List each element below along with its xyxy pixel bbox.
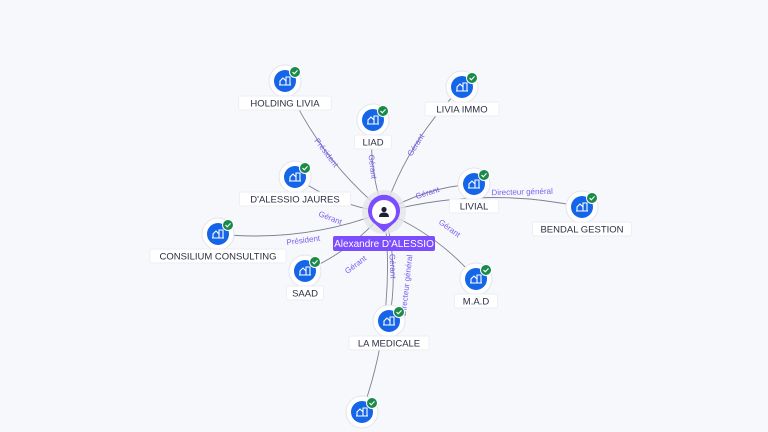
- company-label: D'ALESSIO JAURES: [250, 195, 339, 206]
- building-icon: [456, 82, 468, 92]
- company-label: LIVIA IMMO: [436, 105, 487, 116]
- edge-label: Gérant: [317, 209, 344, 227]
- company-node-la-medicale[interactable]: LA MEDICALE: [348, 304, 430, 351]
- company-node-liad[interactable]: LIAD: [354, 103, 392, 150]
- company-node-livial[interactable]: LIVIAL: [448, 167, 500, 214]
- building-icon: [468, 179, 480, 189]
- building-icon: [576, 202, 588, 212]
- building-icon: [279, 76, 291, 86]
- company-label: LIAD: [362, 138, 383, 149]
- verified-check-icon: [478, 169, 490, 181]
- verified-check-icon: [222, 219, 234, 231]
- company-label: BENDAL GESTION: [540, 225, 623, 236]
- person-label: Alexandre D'ALESSIO: [334, 239, 434, 250]
- verified-check-icon: [366, 397, 378, 409]
- company-node-unnamed-bottom[interactable]: [345, 395, 379, 429]
- building-icon: [356, 407, 368, 417]
- verified-check-icon: [466, 72, 478, 84]
- edge-label: Gérant: [367, 154, 379, 180]
- edge-label: Président: [286, 234, 321, 247]
- edge-label: Président: [312, 137, 340, 170]
- edge-label: Gérant: [414, 185, 441, 201]
- company-node-mad[interactable]: M.A.D: [454, 262, 498, 309]
- verified-check-icon: [480, 264, 492, 276]
- building-icon: [367, 115, 379, 125]
- nodes: HOLDING LIVIA LIAD LIVIA IMMO D'ALESSIO JAU…: [149, 64, 632, 429]
- company-label: CONSILIUM CONSULTING: [159, 252, 276, 263]
- company-node-consilium-consulting[interactable]: CONSILIUM CONSULTING: [149, 217, 287, 264]
- company-node-holding-livia[interactable]: HOLDING LIVIA: [238, 64, 332, 111]
- edge-consilium-consulting: [217, 211, 385, 237]
- edge-label: Gérant: [387, 254, 397, 280]
- building-icon: [383, 316, 395, 326]
- verified-check-icon: [309, 256, 321, 268]
- edge-label: Gérant: [343, 253, 369, 275]
- company-node-livia-immo[interactable]: LIVIA IMMO: [424, 70, 500, 117]
- verified-check-icon: [289, 66, 301, 78]
- person-node[interactable]: Alexandre D'ALESSIO: [333, 190, 435, 251]
- building-icon: [289, 172, 301, 182]
- edge-label: Gérant: [406, 132, 427, 158]
- building-icon: [299, 266, 311, 276]
- company-label: SAAD: [292, 289, 318, 300]
- company-label: M.A.D: [463, 297, 490, 308]
- building-icon: [470, 274, 482, 284]
- building-icon: [212, 229, 224, 239]
- company-node-dalessio-jaures[interactable]: D'ALESSIO JAURES: [238, 160, 352, 207]
- verified-check-icon: [393, 306, 405, 318]
- company-label: LA MEDICALE: [358, 339, 420, 350]
- company-node-bendal-gestion[interactable]: BENDAL GESTION: [532, 190, 632, 237]
- edge-label: Gérant: [437, 218, 463, 240]
- person-icon: [379, 206, 389, 217]
- company-label: HOLDING LIVIA: [250, 99, 320, 110]
- verified-check-icon: [299, 162, 311, 174]
- company-label: LIVIAL: [460, 202, 489, 213]
- company-node-saad[interactable]: SAAD: [286, 254, 324, 301]
- verified-check-icon: [377, 105, 389, 117]
- edge-label: Directeur général: [491, 187, 553, 198]
- verified-check-icon: [586, 192, 598, 204]
